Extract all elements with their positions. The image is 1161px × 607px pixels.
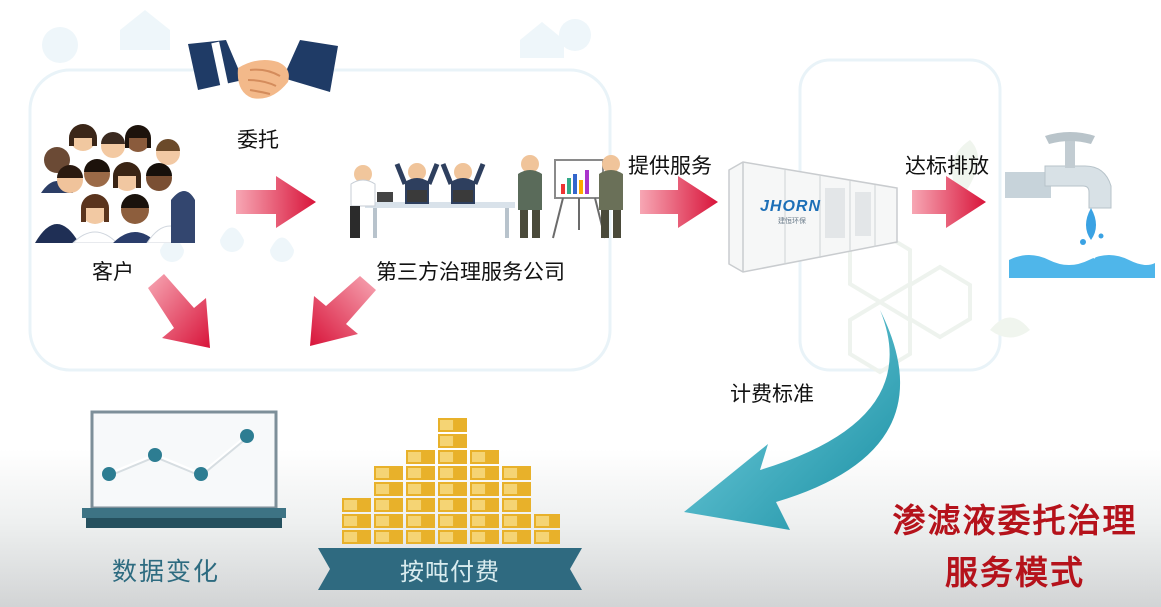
gold-bar-stack [342, 418, 560, 544]
label-data-change: 数据变化 [112, 557, 221, 586]
chart-point-1 [102, 467, 116, 481]
chart-point-3 [194, 467, 208, 481]
gold-column-2 [374, 466, 403, 544]
label-provide-service: 提供服务 [628, 154, 712, 178]
pay-per-ton-label: 按吨付费 [400, 557, 500, 586]
arrow-customer-down [148, 274, 210, 348]
gold-column-1 [342, 498, 371, 544]
label-customer: 客户 [92, 260, 134, 284]
label-company: 第三方治理服务公司 [376, 260, 565, 284]
arrow-company-down [310, 276, 376, 346]
arrow-billing-curve [684, 310, 901, 530]
container-logo-brand: JHORN [760, 198, 822, 215]
gold-column-7 [534, 514, 560, 544]
handshake-icon [188, 40, 338, 99]
arrow-discharge [912, 176, 986, 228]
pay-per-ton-banner [318, 548, 582, 590]
customer-crowd-icon [35, 124, 195, 243]
label-discharge: 达标排放 [905, 154, 989, 178]
diagram-title-line2: 服务模式 [945, 553, 1085, 592]
team-meeting-icon [350, 155, 623, 239]
diagram-title-line1: 渗滤液委托治理 [892, 501, 1138, 540]
chart-point-4 [240, 429, 254, 443]
label-delegate: 委托 [237, 128, 279, 152]
gold-column-5 [470, 450, 499, 544]
arrow-provide-service [640, 176, 718, 228]
chart-point-2 [148, 448, 162, 462]
container-logo: JHORN 建恒环保 [760, 198, 821, 226]
label-billing-standard: 计费标准 [730, 382, 814, 406]
gold-column-3 [406, 450, 435, 544]
gold-column-6 [502, 466, 531, 544]
faucet-icon [1005, 132, 1155, 278]
gold-column-4 [438, 418, 467, 544]
arrow-delegate [236, 176, 316, 228]
line-chart-monitor [82, 410, 286, 528]
container-logo-sub: 建恒环保 [778, 217, 806, 225]
treatment-container-icon [728, 161, 898, 273]
